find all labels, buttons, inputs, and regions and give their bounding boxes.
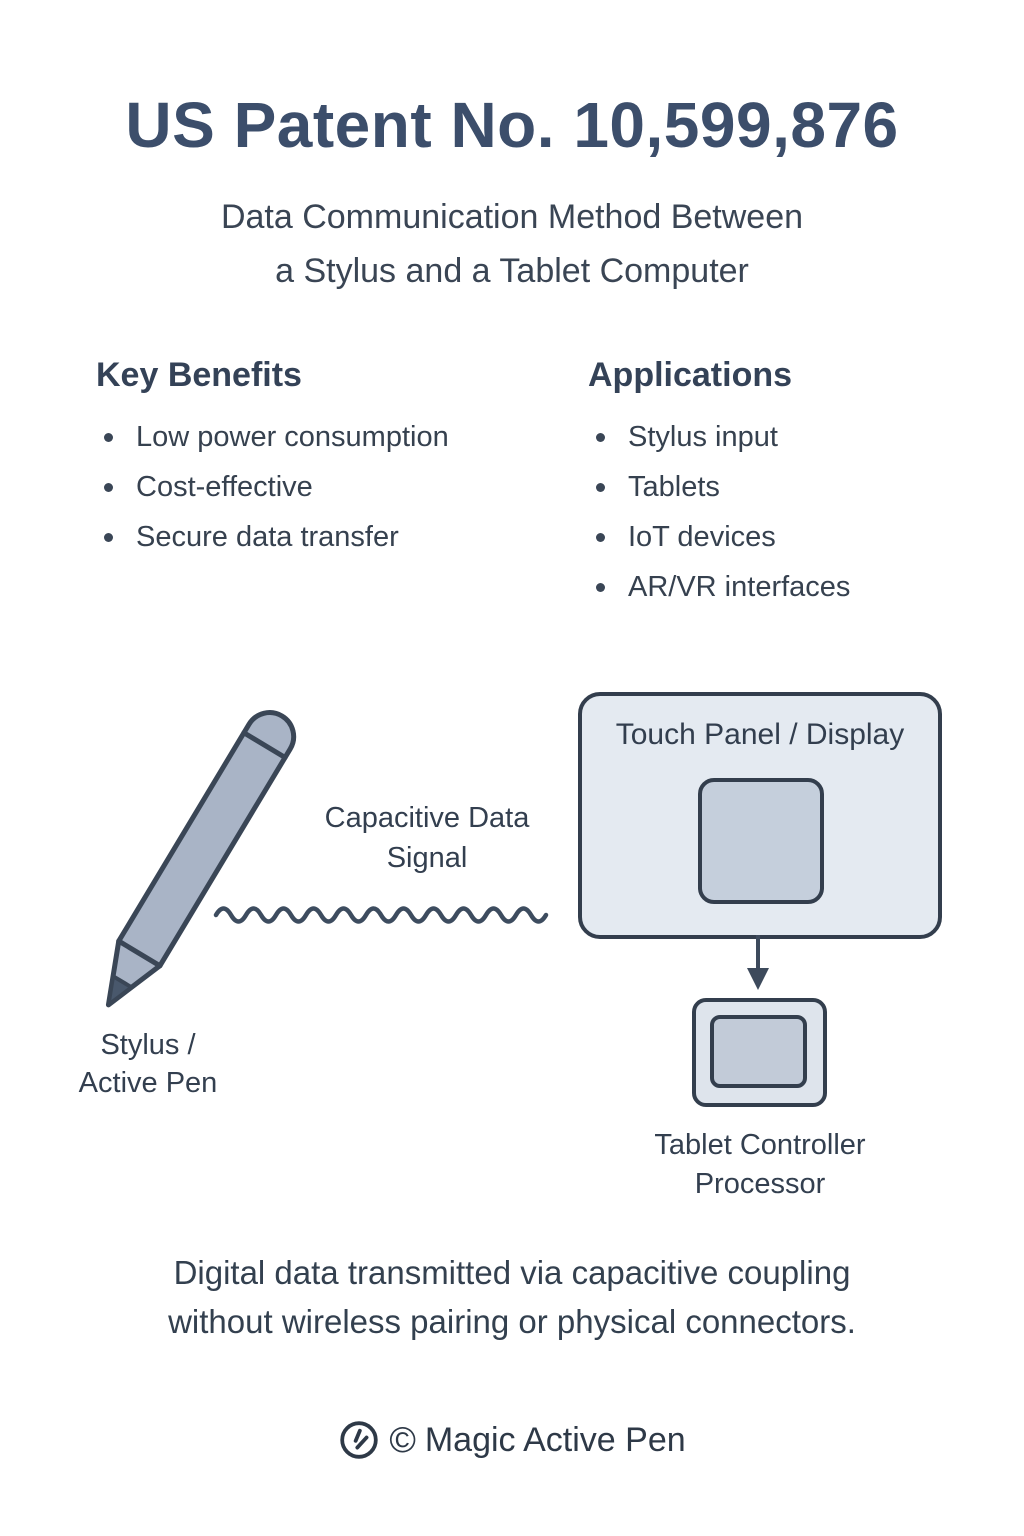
touch-panel-box: Touch Panel / Display (578, 692, 942, 939)
subtitle-line-2: a Stylus and a Tablet Computer (275, 252, 749, 290)
capacitive-signal-wave-icon (213, 906, 549, 924)
applications-heading: Applications (588, 356, 793, 394)
pen-stroke-circle-icon (340, 1421, 379, 1459)
application-item: AR/VR interfaces (588, 562, 1024, 612)
signal-label-line-1: Capacitive Data (324, 802, 530, 834)
controller-chip-core (710, 1015, 807, 1088)
controller-label-line-2: Processor (694, 1168, 826, 1200)
copyright-symbol: © (389, 1419, 416, 1460)
signal-label-line-2: Signal (386, 842, 468, 874)
stylus-label-line-2: Active Pen (78, 1067, 218, 1099)
subtitle-line-1: Data Communication Method Between (220, 198, 804, 236)
benefit-item: Low power consumption (96, 412, 536, 462)
benefit-item: Secure data transfer (96, 512, 536, 562)
caption-line-1: Digital data transmitted via capacitive … (173, 1254, 851, 1291)
application-item: IoT devices (588, 512, 1024, 562)
page-subtitle: Data Communication Method Between a Styl… (0, 190, 1024, 298)
application-item: Tablets (588, 462, 1024, 512)
controller-label: Tablet Controller Processor (610, 1126, 910, 1204)
stylus-label-line-1: Stylus / (100, 1029, 196, 1061)
touch-panel-label: Touch Panel / Display (615, 718, 905, 751)
benefit-item: Cost-effective (96, 462, 536, 512)
controller-chip-box (692, 998, 827, 1107)
brand-name: Magic Active Pen (424, 1420, 686, 1459)
caption-line-2: without wireless pairing or physical con… (168, 1303, 856, 1340)
stylus-pen-icon (105, 710, 297, 1008)
page-title: US Patent No. 10,599,876 (125, 89, 899, 161)
application-item: Stylus input (588, 412, 1024, 462)
stylus-label: Stylus / Active Pen (38, 1026, 258, 1102)
touch-panel-sensor-area (698, 778, 824, 904)
down-arrow-icon (747, 935, 769, 990)
signal-label: Capacitive Data Signal (297, 798, 557, 878)
footer: © Magic Active Pen (0, 1412, 1024, 1468)
caption: Digital data transmitted via capacitive … (0, 1248, 1024, 1346)
key-benefits-heading: Key Benefits (96, 356, 302, 394)
controller-label-line-1: Tablet Controller (654, 1129, 866, 1161)
